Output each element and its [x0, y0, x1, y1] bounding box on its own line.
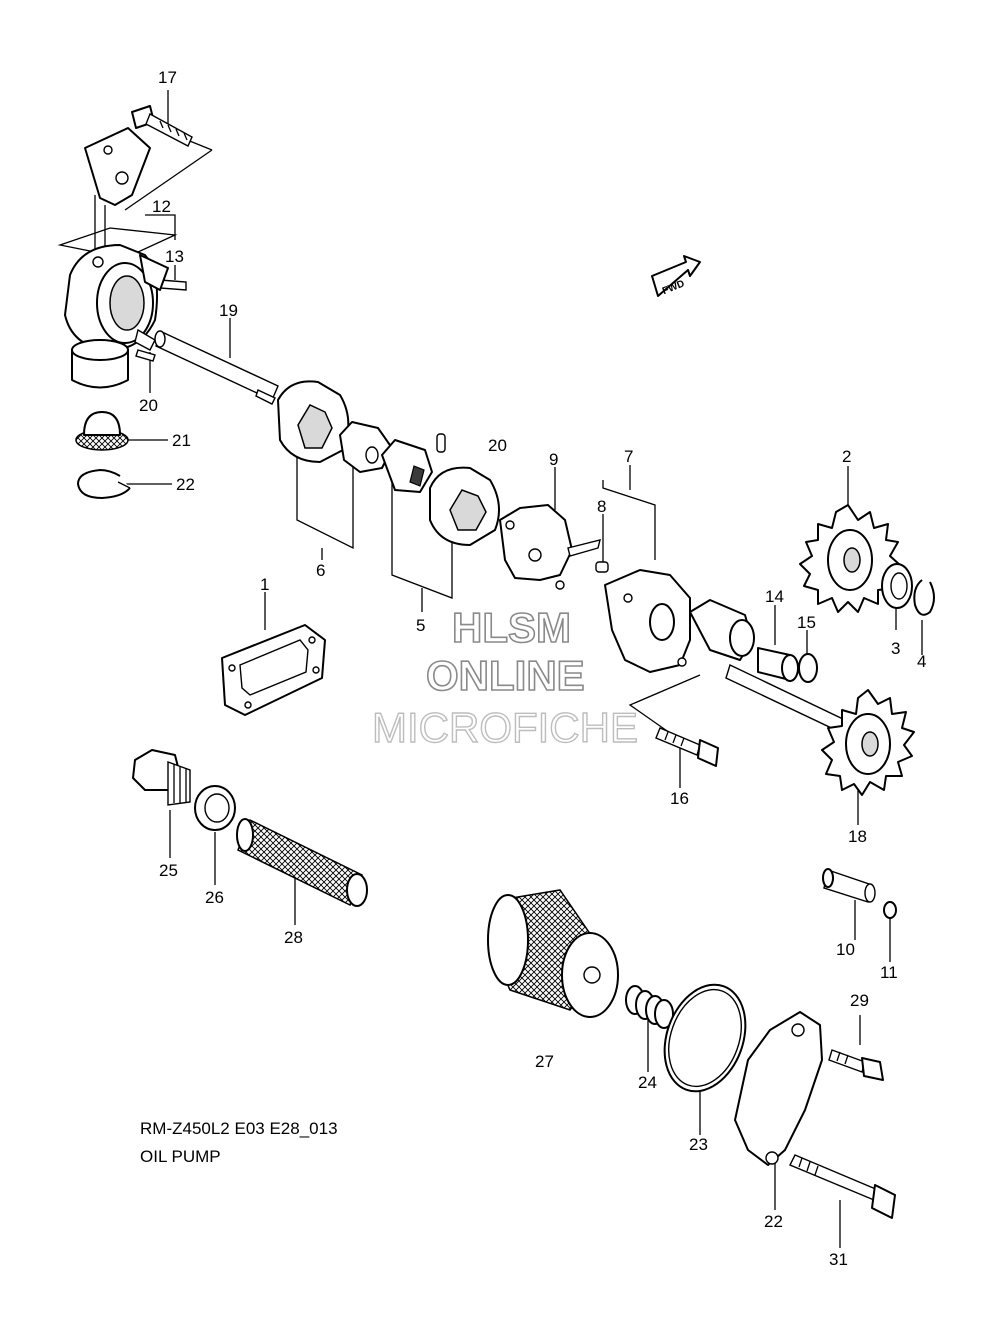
part-1-gasket: [221, 624, 326, 716]
part-bracket: [84, 127, 151, 255]
part-number: 5: [416, 616, 425, 635]
part-number: 20: [139, 396, 158, 415]
part-number: 24: [638, 1073, 657, 1092]
part-25-spring: [625, 985, 674, 1029]
part-number: 8: [597, 497, 606, 516]
part-number: 15: [797, 613, 816, 632]
watermark-line-2: ONLINE: [426, 652, 585, 699]
part-11-oring: [883, 901, 897, 919]
part-6-inner-rotor: [339, 421, 393, 473]
watermark-line-3: MICROFICHE: [372, 704, 638, 751]
part-10-fitting: [822, 868, 876, 903]
model-code: RM-Z450L2 E03 E28_013: [140, 1119, 338, 1138]
part-number: 14: [765, 587, 784, 606]
part-number-labels: 17 12 13 19 20 21 22 6 5 20 9 8 7 2 3 4 …: [139, 68, 926, 1269]
part-number: 7: [624, 447, 633, 466]
part-number: 1: [260, 575, 269, 594]
diagram-caption: RM-Z450L2 E03 E28_013 OIL PUMP: [140, 1119, 338, 1166]
part-number: 12: [152, 197, 171, 216]
part-number: 17: [158, 68, 177, 87]
part-26-drain-plug: [132, 749, 191, 806]
part-number: 18: [848, 827, 867, 846]
part-21-cap: [75, 411, 129, 451]
part-number: 29: [850, 991, 869, 1010]
part-2-gear: [799, 504, 901, 613]
part-strainer-cup: [71, 339, 129, 389]
part-number: 20: [488, 436, 507, 455]
watermark-line-1: HLSM: [452, 604, 571, 651]
part-15-oring: [798, 653, 818, 683]
fwd-arrow-icon: FWD: [651, 255, 701, 297]
part-number: 9: [549, 450, 558, 469]
part-number: 25: [159, 861, 178, 880]
part-19-shaft: [154, 330, 279, 405]
part-number: 22: [764, 1212, 783, 1231]
part-number: 22: [176, 475, 195, 494]
part-30-bolt: [828, 1049, 884, 1081]
part-20-pin-left: [135, 349, 156, 362]
part-number: 6: [316, 561, 325, 580]
part-number: 13: [165, 247, 184, 266]
part-number: 3: [891, 639, 900, 658]
part-8-pin: [595, 561, 609, 573]
part-number: 2: [842, 447, 851, 466]
part-number: 26: [205, 888, 224, 907]
diagram-title: OIL PUMP: [140, 1147, 221, 1166]
part-number: 28: [284, 928, 303, 947]
part-28-oil-filter: [487, 889, 619, 1018]
part-number: 10: [836, 940, 855, 959]
watermark: HLSM ONLINE MICROFICHE: [371, 603, 638, 752]
part-5-inner-rotor: [381, 439, 433, 493]
part-4-circlip: [913, 579, 935, 616]
part-29-strainer: [236, 818, 368, 907]
part-23-filter-cover: [734, 1011, 823, 1166]
part-17-bolt: [131, 105, 193, 147]
part-number: 31: [829, 1250, 848, 1269]
part-20-pin-middle: [436, 433, 446, 453]
part-31-bolt: [789, 1154, 896, 1219]
part-pump-housing: [64, 244, 169, 352]
part-24-oring: [663, 983, 747, 1093]
part-number: 4: [917, 652, 926, 671]
part-number: 11: [880, 963, 898, 982]
part-18-gear: [821, 689, 915, 796]
part-number: 23: [689, 1135, 708, 1154]
part-5-outer-rotor: [429, 466, 500, 546]
part-22-circlip: [77, 469, 131, 499]
part-6-outer-rotor: [277, 380, 350, 463]
part-7-pump-body: [604, 569, 755, 673]
part-27-washer: [194, 785, 236, 831]
part-9-plate: [499, 504, 601, 590]
part-14-collar: [757, 647, 799, 682]
part-number: 16: [670, 789, 689, 808]
part-16-bolt: [655, 727, 719, 767]
part-number: 19: [219, 301, 238, 320]
part-number: 27: [535, 1052, 554, 1071]
part-3-washer: [881, 563, 913, 609]
part-number: 21: [172, 431, 191, 450]
